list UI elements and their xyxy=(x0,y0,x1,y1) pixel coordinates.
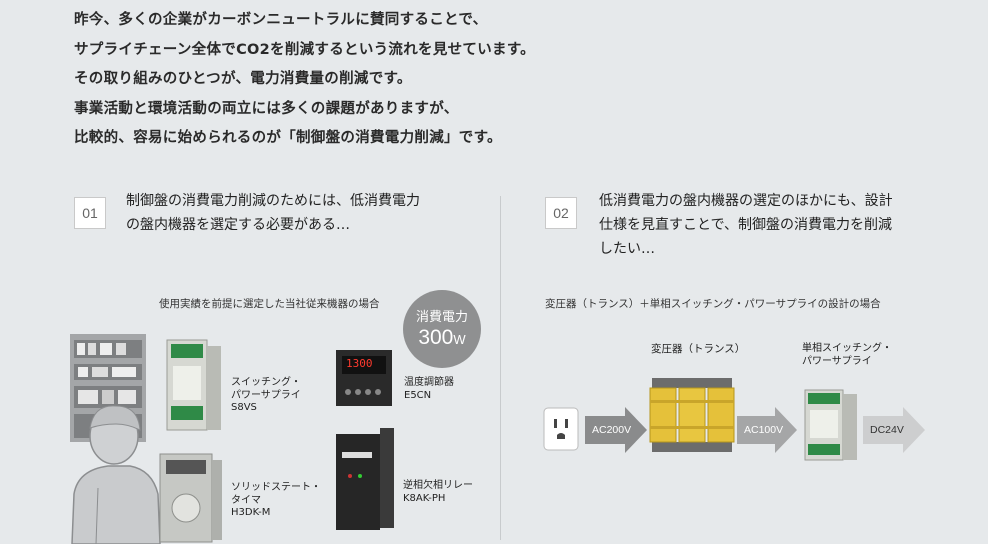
case1-lead: 制御盤の消費電力削減のためには、低消費電力 の盤内機器を選定する必要がある… xyxy=(126,189,420,237)
engineer-illustration xyxy=(71,405,161,544)
h3dk-device-image xyxy=(159,453,222,543)
case1-lead-line: 制御盤の消費電力削減のためには、低消費電力 xyxy=(126,193,420,209)
e5cn-display: 1300 xyxy=(346,357,373,370)
psu-label: 単相スイッチング・パワーサプライ xyxy=(802,343,892,367)
s8vs-device-image xyxy=(166,339,221,431)
intro-line: 事業活動と環境活動の両立には多くの課題がありますが、 xyxy=(74,100,459,117)
case1-caption: 使用実績を前提に選定した当社従来機器の場合 xyxy=(159,298,380,310)
case2-number-badge: 02 xyxy=(545,197,577,229)
outlet-icon xyxy=(543,407,579,451)
arrow-ac200v: AC200V xyxy=(585,407,647,453)
control-panel-illustration xyxy=(70,334,146,442)
case1-lead-line: の盤内機器を選定する必要がある… xyxy=(126,217,350,233)
intro-text: 昨今、多くの企業がカーボンニュートラルに賛同することで、 サプライチェーン全体で… xyxy=(74,6,954,154)
column-divider xyxy=(500,196,501,540)
transformer-image xyxy=(649,378,735,452)
psu-device-image xyxy=(804,389,857,461)
arrow-dc24v: DC24V xyxy=(863,407,925,453)
power-value: 300W xyxy=(418,326,466,349)
power-label: 消費電力 xyxy=(415,309,468,324)
case2-lead: 低消費電力の盤内機器の選定のほかにも、設計 仕様を見直すことで、制御盤の消費電力… xyxy=(599,189,893,261)
case2-lead-line: 仕様を見直すことで、制御盤の消費電力を削減 xyxy=(599,217,893,233)
case2-lead-line: 低消費電力の盤内機器の選定のほかにも、設計 xyxy=(599,193,893,209)
transformer-label: 変圧器（トランス） xyxy=(651,343,746,355)
case2-lead-line: したい… xyxy=(599,241,655,257)
intro-line: 昨今、多くの企業がカーボンニュートラルに賛同することで、 xyxy=(74,12,488,28)
intro-line: その取り組みのひとつが、電力消費量の削減です。 xyxy=(74,71,412,87)
power-consumption-bubble: 消費電力 300W xyxy=(403,290,481,368)
intro-line: 比較的、容易に始められるのが「制御盤の消費電力削減」です。 xyxy=(74,130,502,146)
k8ak-device-image xyxy=(336,428,394,530)
case1-number-badge: 01 xyxy=(74,197,106,229)
arrow-ac100v: AC100V xyxy=(737,407,797,453)
case2-caption: 変圧器（トランス）＋単相スイッチング・パワーサプライの設計の場合 xyxy=(545,298,881,310)
e5cn-device-image xyxy=(336,350,392,406)
intro-line: サプライチェーン全体でCO2を削減するという流れを見せています。 xyxy=(74,41,535,58)
